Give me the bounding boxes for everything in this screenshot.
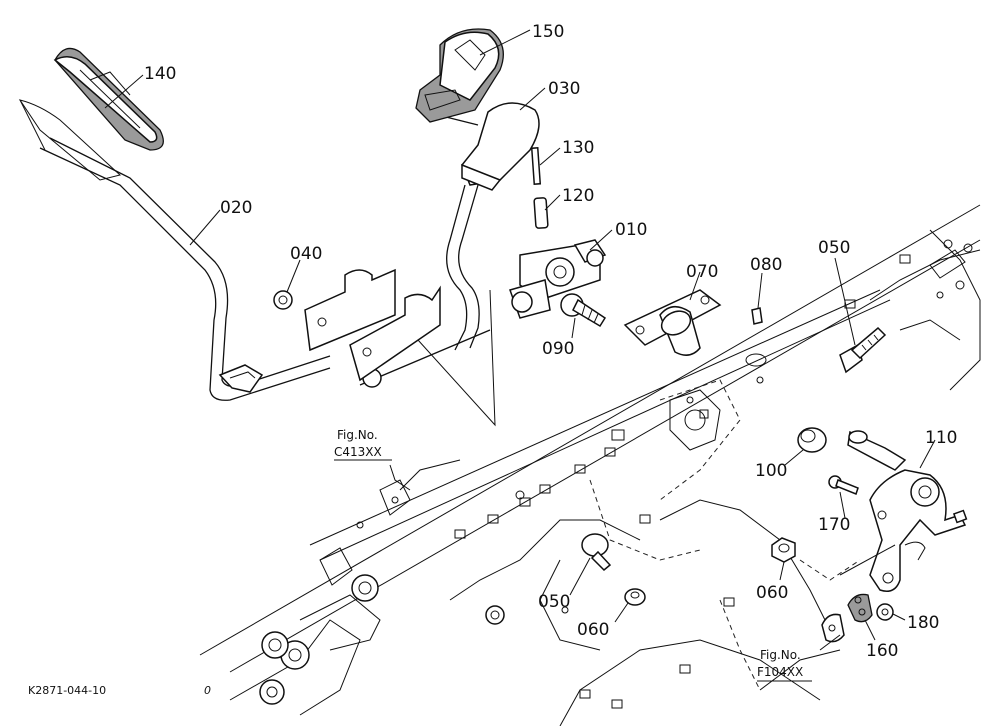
plate-160: [821, 593, 873, 643]
bushing-070: [623, 289, 722, 356]
label-100: 100: [755, 461, 787, 481]
bushing-100: [797, 427, 827, 453]
pin-130: [530, 147, 542, 185]
bolt-170: [828, 475, 859, 495]
label-030: 030: [548, 79, 580, 99]
pin-120: [533, 197, 549, 229]
drawing-id: K2871-044-10: [28, 684, 106, 697]
arm-110: [847, 430, 968, 592]
label-160: 160: [866, 641, 898, 661]
bolt-050-upper: [839, 326, 887, 374]
label-130: 130: [562, 138, 594, 158]
label-110: 110: [925, 428, 957, 448]
label-050-upper: 050: [818, 238, 850, 258]
label-140: 140: [144, 64, 176, 84]
chassis-frame: [199, 204, 981, 726]
label-010: 010: [615, 220, 647, 240]
fig-ref-code: C413XX: [334, 445, 382, 459]
footer-mark: 0: [204, 684, 211, 697]
label-150: 150: [532, 22, 564, 42]
fig-ref-code: F104XX: [757, 665, 803, 679]
label-090: 090: [542, 339, 574, 359]
nut-060-upper: [771, 537, 796, 563]
label-070: 070: [686, 262, 718, 282]
bracket-040: [273, 268, 441, 382]
pedal-pad-140: [53, 47, 164, 151]
knob-150: [415, 28, 504, 123]
bolt-050-lower: [581, 533, 612, 572]
fig-ref-title: Fig.No.: [337, 428, 378, 442]
pedal-arm-020: [18, 99, 491, 401]
fig-ref-f104xx[interactable]: Fig.No. F104XX: [757, 648, 812, 682]
label-020: 020: [220, 198, 252, 218]
shaft-block-010: [509, 239, 607, 319]
part-labels: 150 140 030 130 120 020 010 040 070 080 …: [144, 22, 957, 661]
leader-lines: [104, 29, 936, 651]
nut-060-lower: [624, 588, 646, 606]
fig-ref-c413xx[interactable]: Fig.No. C413XX: [334, 428, 392, 461]
grease-fitting-080: [745, 307, 767, 367]
label-180: 180: [907, 613, 939, 633]
label-080: 080: [750, 255, 782, 275]
label-050-lower: 050: [538, 592, 570, 612]
label-060-upper: 060: [756, 583, 788, 603]
label-040: 040: [290, 244, 322, 264]
label-120: 120: [562, 186, 594, 206]
nut-180: [876, 603, 894, 621]
label-060-lower: 060: [577, 620, 609, 640]
fig-ref-title: Fig.No.: [760, 648, 801, 662]
bolt-090: [560, 293, 607, 328]
label-170: 170: [818, 515, 850, 535]
lever-030: [417, 102, 540, 351]
